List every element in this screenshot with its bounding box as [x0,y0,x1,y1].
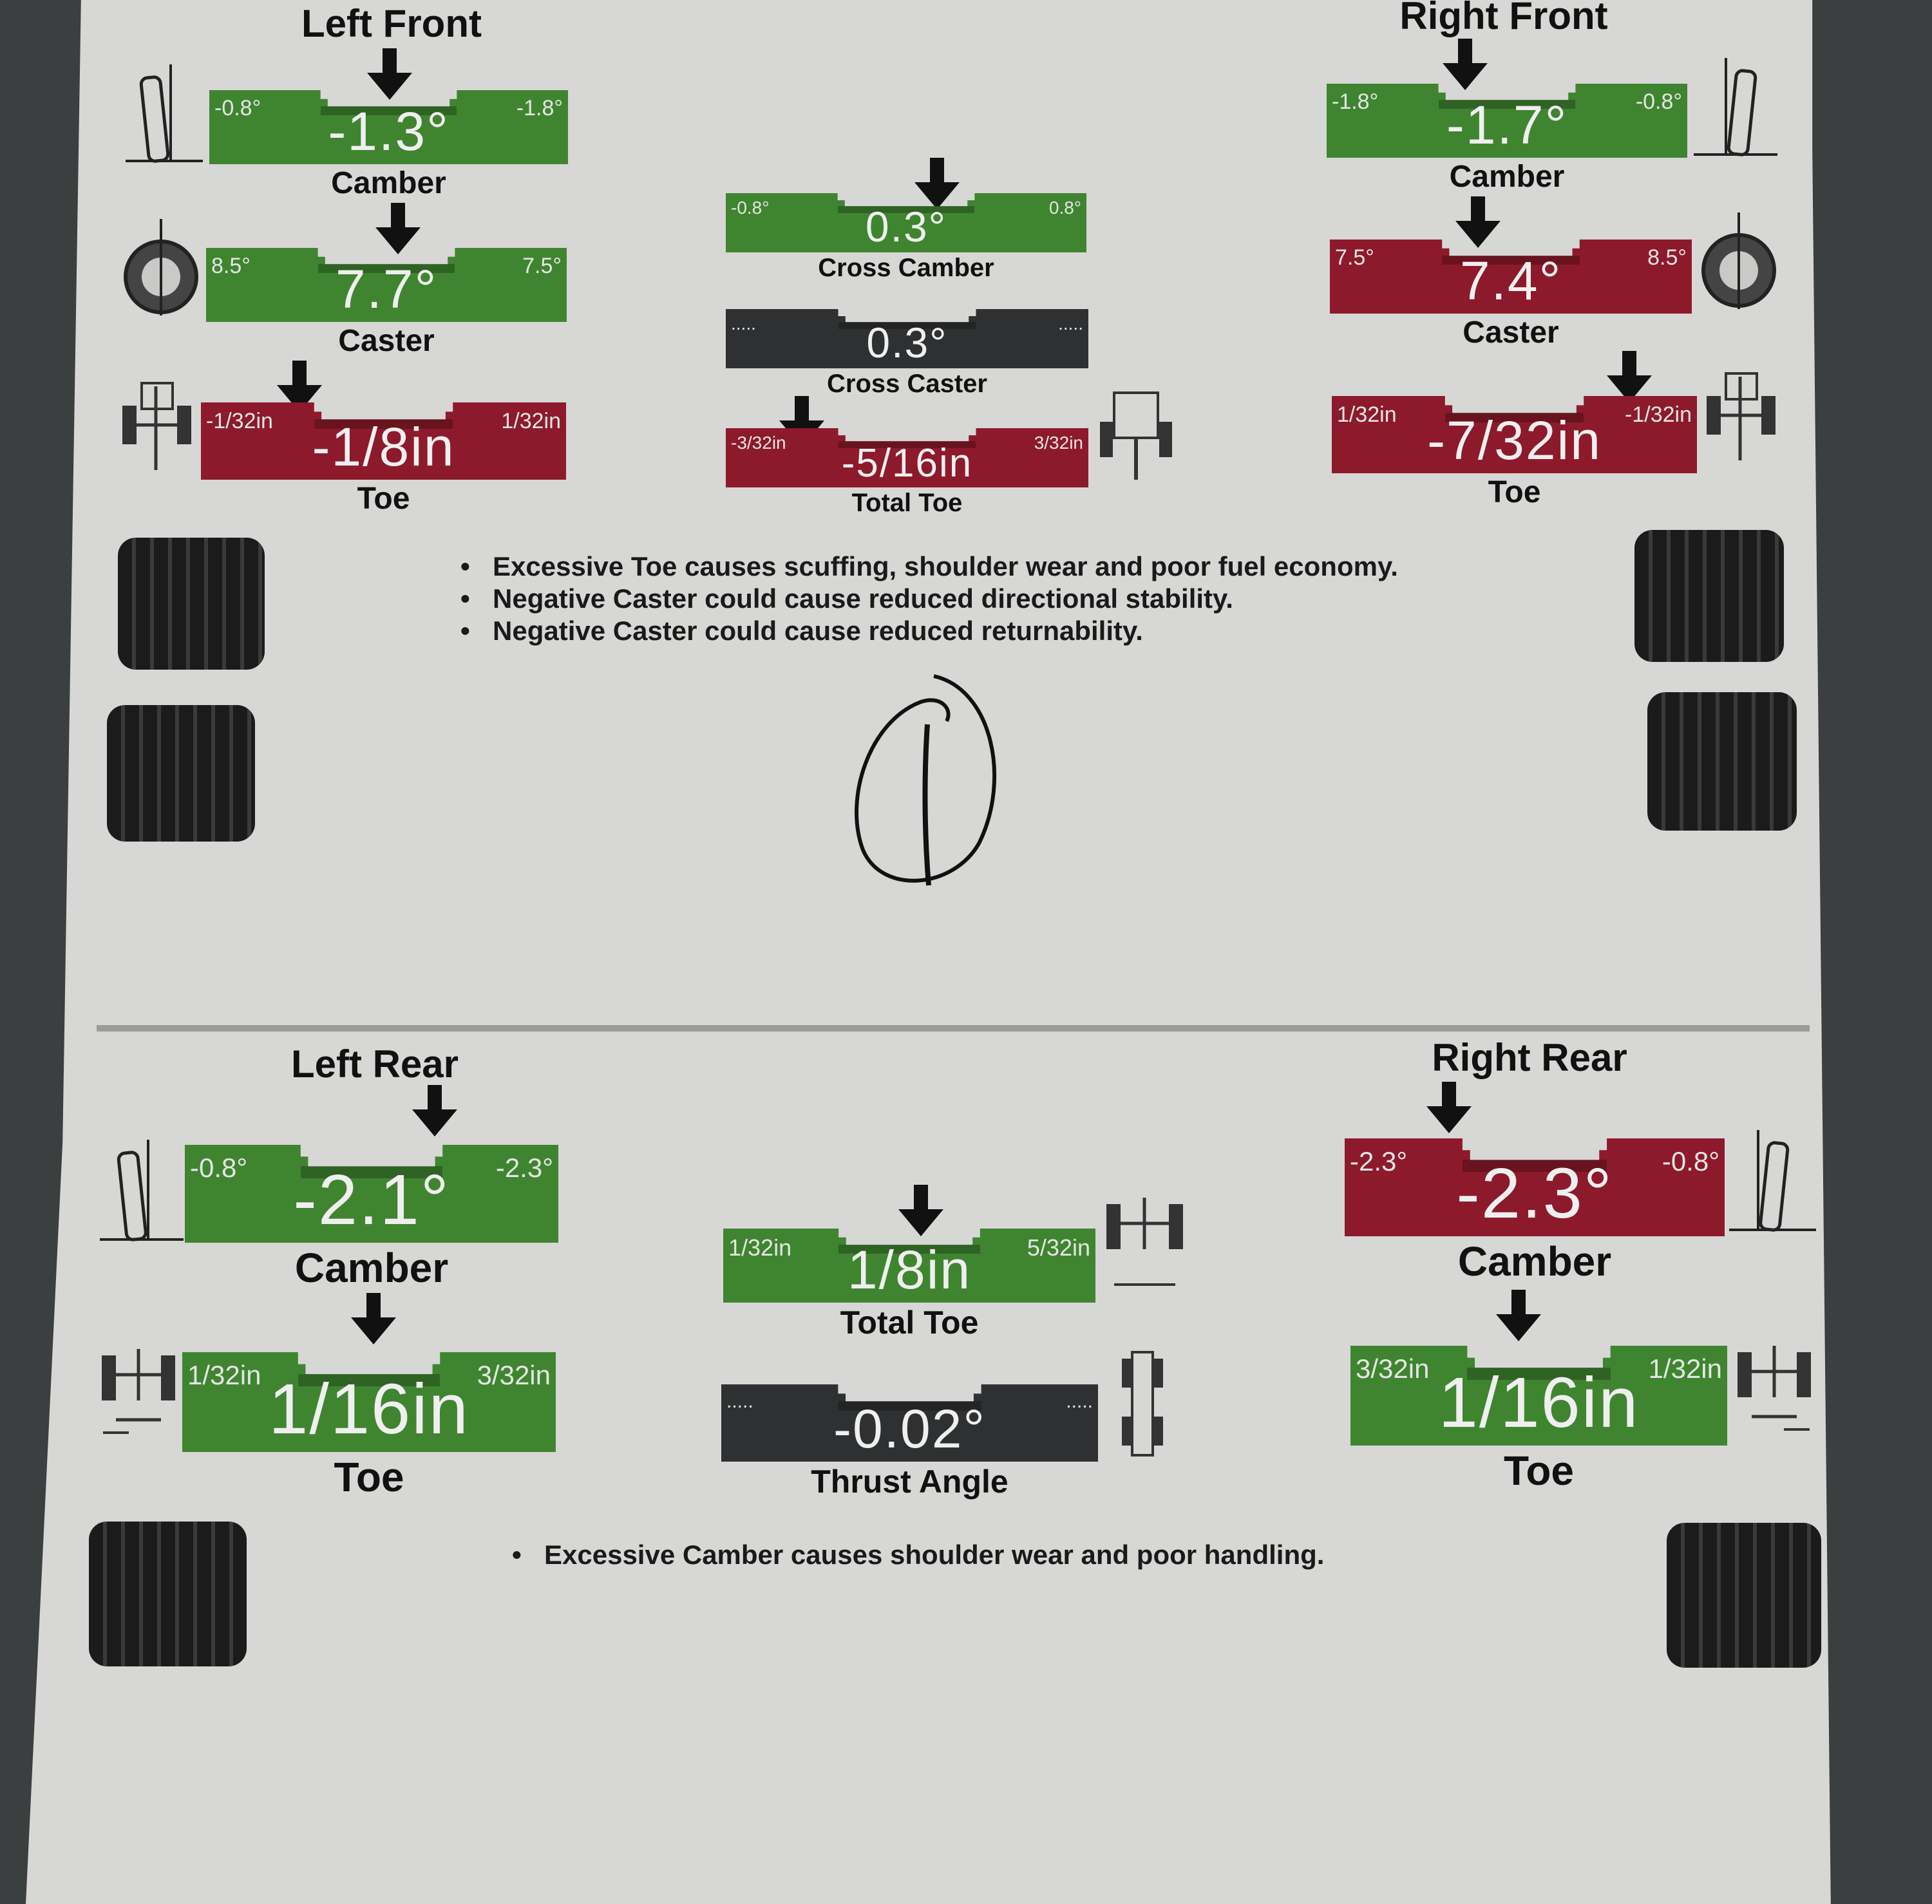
left-rear-camber-gauge: -0.8° -2.3° -2.1° Camber [185,1145,558,1291]
front-total-toe-label: Total Toe [851,489,963,517]
right-front-title: Right Front [1399,0,1608,37]
cross-caster-value: 0.3° [866,319,948,367]
front-notes-list: Excessive Toe causes scuffing, shoulder … [460,551,1398,647]
left-front-caster-gauge: 8.5° 7.5° 7.7° Caster [206,248,567,358]
thrust-vehicle-icon [1122,1351,1163,1456]
tire-tread-icon [1667,1523,1821,1668]
right-rear-title: Right Rear [1432,1036,1627,1079]
toe-vehicle-icon [122,382,191,470]
thrust-angle-label: Thrust Angle [811,1464,1009,1500]
rear-notes-list: Excessive Camber causes shoulder wear an… [512,1539,1324,1571]
left-rear-toe-gauge: 1/32in 3/32in 1/16in Toe [182,1352,556,1500]
cross-camber-gauge: -0.8° 0.8° 0.3° Cross Camber [726,193,1086,282]
left-front-caster-value: 7.7° [335,258,438,319]
right-front-toe-gauge: 1/32in -1/32in -7/32in Toe [1332,396,1697,509]
tire-tread-icon [1634,530,1784,662]
arrow-down-icon [412,1085,457,1136]
right-front-camber-value: -1.7° [1446,94,1568,155]
left-front-camber-label: Camber [331,166,446,200]
thrust-angle-gauge: ..... ..... -0.02° Thrust Angle [721,1384,1098,1500]
right-rear-camber-gauge: -2.3° -0.8° -2.3° Camber [1345,1138,1725,1285]
right-rear-camber-label: Camber [1457,1238,1612,1285]
left-rear-toe-label: Toe [334,1454,404,1500]
left-rear-toe-value: 1/16in [269,1369,469,1449]
left-rear-title: Left Rear [290,1042,459,1086]
camber-wheel-icon [1729,1130,1816,1232]
cross-caster-gauge: ..... ..... 0.3° Cross Caster [726,309,1088,398]
rear-total-toe-value: 1/8in [847,1239,972,1300]
right-rear-camber-value: -2.3° [1456,1153,1613,1233]
tire-tread-icon [118,538,265,670]
left-front-toe-label: Toe [357,482,410,516]
right-front-toe-label: Toe [1488,475,1541,509]
cross-camber-value: 0.3° [865,203,947,251]
tire-tread-icon [89,1522,247,1666]
arrow-down-icon [1443,39,1488,90]
arrow-down-icon [351,1293,396,1344]
arrow-down-icon [1496,1290,1541,1341]
caster-wheel-icon [124,219,198,316]
right-front-caster-value: 7.4° [1459,250,1562,311]
cross-caster-label: Cross Caster [826,370,987,398]
handwritten-circled-mark [855,674,997,886]
left-front-camber-gauge: -0.8° -1.8° -1.3° Camber [209,90,568,200]
left-rear-camber-value: -2.1° [293,1160,450,1239]
front-total-toe-gauge: -3/32in 3/32in -5/16in Total Toe [726,428,1088,517]
note-item: Excessive Camber causes shoulder wear an… [512,1539,1324,1571]
rear-toe-vehicle-icon [102,1349,175,1434]
left-front-caster-label: Caster [338,324,435,358]
right-rear-toe-value: 1/16in [1438,1362,1640,1442]
right-rear-toe-label: Toe [1503,1447,1575,1494]
thrust-angle-value: -0.02° [833,1398,987,1459]
tire-tread-icon [1647,692,1797,831]
arrow-down-icon [1455,196,1501,248]
caster-wheel-icon [1701,212,1776,309]
right-front-caster-gauge: 7.5° 8.5° 7.4° Caster [1330,240,1692,350]
total-toe-vehicle-icon [1106,1198,1183,1286]
note-item: Negative Caster could cause reduced dire… [460,583,1398,615]
right-front-camber-gauge: -1.8° -0.8° -1.7° Camber [1327,84,1687,194]
left-front-title: Left Front [301,2,482,45]
camber-wheel-icon [1694,58,1777,156]
front-total-toe-value: -5/16in [841,441,973,486]
cross-camber-label: Cross Camber [818,254,994,282]
tire-tread-icon [107,705,255,842]
section-divider [97,1025,1810,1032]
right-front-toe-value: -7/32in [1427,410,1602,471]
rear-toe-vehicle-icon [1738,1346,1811,1431]
rear-total-toe-label: Total Toe [840,1305,979,1341]
right-front-caster-label: Caster [1463,316,1559,350]
left-rear-camber-label: Camber [294,1245,449,1291]
arrow-down-icon [1607,351,1652,402]
arrow-down-icon [367,48,412,100]
arrow-down-icon [375,203,421,254]
left-front-camber-value: -1.3° [328,100,450,162]
camber-wheel-icon [126,64,203,163]
arrow-down-icon [1426,1082,1472,1133]
camber-wheel-icon [100,1140,184,1241]
total-toe-vehicle-icon [1100,391,1172,480]
toe-vehicle-icon [1707,372,1776,460]
right-front-camber-label: Camber [1449,160,1565,194]
note-item: Negative Caster could cause reduced retu… [460,615,1398,647]
arrow-down-icon [914,158,960,209]
right-rear-toe-gauge: 3/32in 1/32in 1/16in Toe [1350,1346,1727,1494]
left-front-toe-value: -1/8in [312,416,455,477]
rear-total-toe-gauge: 1/32in 5/32in 1/8in Total Toe [723,1229,1095,1341]
arrow-down-icon [898,1185,943,1236]
left-front-toe-gauge: -1/32in 1/32in -1/8in Toe [201,402,566,516]
note-item: Excessive Toe causes scuffing, shoulder … [460,551,1398,583]
